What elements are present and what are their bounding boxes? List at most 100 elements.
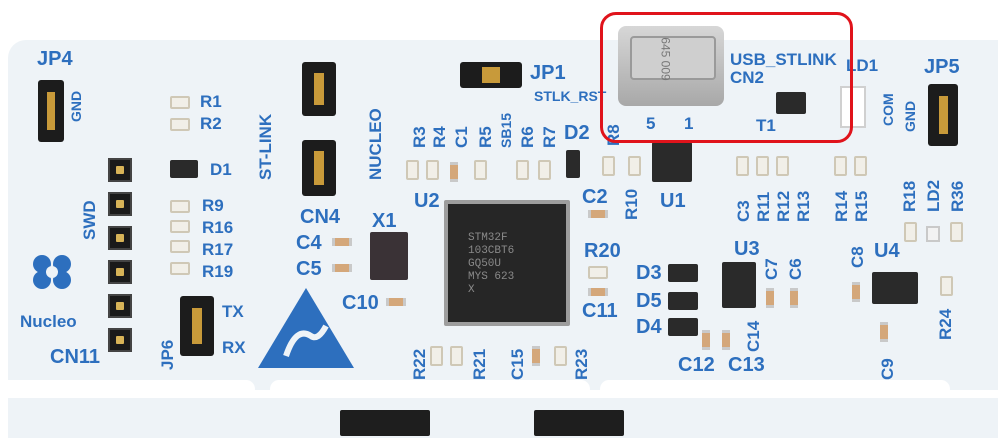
label-c9: C9 xyxy=(878,358,897,380)
pin-header-cn11[interactable] xyxy=(108,226,132,250)
label-rx: RX xyxy=(222,338,246,357)
resistor-r9 xyxy=(170,200,190,213)
label-nucleo-logo: Nucleo xyxy=(20,312,77,331)
label-gnd-left: GND xyxy=(68,90,84,122)
resistor-r36 xyxy=(950,222,963,242)
label-pin5: 5 xyxy=(646,114,656,133)
label-u3: U3 xyxy=(734,238,760,260)
label-jp6: JP6 xyxy=(158,339,177,370)
resistor-r12 xyxy=(756,156,769,176)
pin-header-cn11[interactable] xyxy=(108,294,132,318)
label-c6: C6 xyxy=(786,258,805,280)
pin-header-cn11[interactable] xyxy=(108,192,132,216)
mcu-marking-line: STM32F xyxy=(468,232,508,244)
label-r21: R21 xyxy=(470,348,489,380)
label-r7: R7 xyxy=(540,126,559,148)
label-r16: R16 xyxy=(202,218,234,237)
label-r4: R4 xyxy=(430,126,449,148)
jumper-jp1[interactable] xyxy=(460,62,522,88)
label-c15: C15 xyxy=(508,348,527,380)
mcu-marking: STM32F 103CBT6 GQ50U MYS 623 X xyxy=(468,232,514,297)
jumper-jp6[interactable] xyxy=(180,296,214,356)
resistor-r22 xyxy=(430,346,443,366)
label-cn2: CN2 xyxy=(730,68,765,87)
board-slot xyxy=(0,380,255,398)
label-com: COM xyxy=(880,93,896,126)
resistor-r20 xyxy=(588,266,608,279)
resistor-r16 xyxy=(170,220,190,233)
label-r18: R18 xyxy=(900,180,919,212)
label-r23: R23 xyxy=(572,348,591,380)
label-st-link: ST-LINK xyxy=(256,113,275,180)
label-c1: C1 xyxy=(452,126,471,148)
resistor-r5 xyxy=(474,160,487,180)
lower-component xyxy=(340,410,430,436)
label-r15: R15 xyxy=(852,190,871,222)
resistor-r15 xyxy=(854,156,867,176)
mcu-u2 xyxy=(444,200,570,326)
label-d3: D3 xyxy=(636,262,662,284)
label-c14: C14 xyxy=(744,320,763,352)
pin-header-cn11[interactable] xyxy=(108,328,132,352)
jumper-cn4-top[interactable] xyxy=(302,62,336,116)
capacitor-c8 xyxy=(852,282,860,302)
crystal-x1 xyxy=(370,232,408,280)
capacitor-c9 xyxy=(880,322,888,342)
label-c7: C7 xyxy=(762,258,781,280)
resistor-r11 xyxy=(736,156,749,176)
capacitor-c12 xyxy=(702,330,710,350)
label-c13: C13 xyxy=(728,354,765,376)
label-c8: C8 xyxy=(848,246,867,268)
label-c4: C4 xyxy=(296,232,322,254)
capacitor-c1 xyxy=(450,162,458,182)
label-r24: R24 xyxy=(936,308,955,340)
label-c5: C5 xyxy=(296,258,322,280)
label-stlk-rst: STLK_RST xyxy=(534,88,607,104)
label-r3: R3 xyxy=(410,126,429,148)
led-d3 xyxy=(668,264,698,282)
board-slot xyxy=(270,380,590,398)
resistor-r7 xyxy=(538,160,551,180)
label-r2: R2 xyxy=(200,114,222,133)
label-u2: U2 xyxy=(414,190,440,212)
label-d4: D4 xyxy=(636,316,662,338)
pcb-board-lower xyxy=(8,398,998,438)
label-u4: U4 xyxy=(874,240,900,262)
jumper-cn4-bottom[interactable] xyxy=(302,140,336,196)
capacitor-c4 xyxy=(332,238,352,246)
label-c11: C11 xyxy=(582,300,618,322)
pin-header-cn11[interactable] xyxy=(108,260,132,284)
jumper-jp5[interactable] xyxy=(928,84,958,146)
resistor-r1 xyxy=(170,96,190,109)
led-d5 xyxy=(668,292,698,310)
label-r5: R5 xyxy=(476,126,495,148)
capacitor-c13 xyxy=(722,330,730,350)
jumper-jp4[interactable] xyxy=(38,80,64,142)
resistor-r2 xyxy=(170,118,190,131)
ic-u4 xyxy=(872,272,918,304)
label-r17: R17 xyxy=(202,240,234,259)
resistor-r8 xyxy=(602,156,615,176)
capacitor-c5 xyxy=(332,264,352,272)
led-ld2 xyxy=(926,226,940,242)
usb-connector-cn2[interactable]: 645 009 xyxy=(618,26,724,106)
label-usb-stlink: USB_STLINK xyxy=(730,50,837,69)
label-r19: R19 xyxy=(202,262,234,281)
label-r11: R11 xyxy=(754,191,773,222)
label-swd: SWD xyxy=(80,200,99,240)
label-c2: C2 xyxy=(582,186,608,208)
led-ld1 xyxy=(840,86,866,128)
label-r10: R10 xyxy=(622,188,641,220)
resistor-r19 xyxy=(170,262,190,275)
transistor-t1 xyxy=(776,92,806,114)
pin-header-cn11[interactable] xyxy=(108,158,132,182)
label-r36: R36 xyxy=(948,180,967,212)
resistor-r4 xyxy=(426,160,439,180)
diode-d2 xyxy=(566,150,580,178)
label-u1: U1 xyxy=(660,190,686,212)
resistor-r13 xyxy=(776,156,789,176)
resistor-r18 xyxy=(904,222,917,242)
mcu-marking-line: X xyxy=(468,284,475,296)
lower-component xyxy=(534,410,624,436)
label-gnd-right: GND xyxy=(902,100,918,132)
